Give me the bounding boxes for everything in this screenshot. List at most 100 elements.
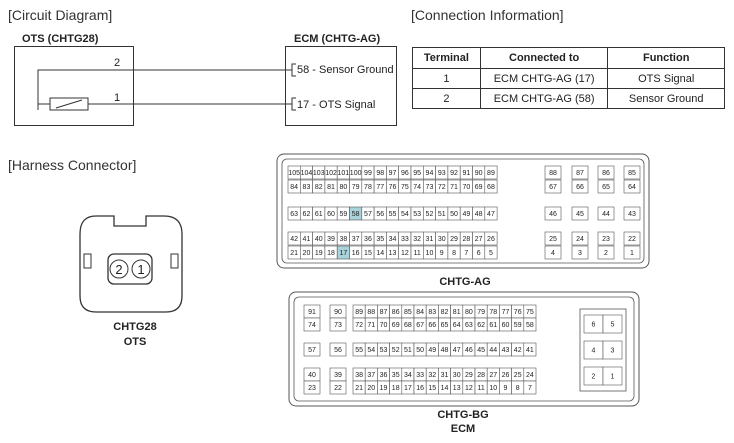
bg-pin-46: 46 (465, 347, 473, 354)
bg-pin-30: 30 (453, 372, 461, 379)
ag-pin-9: 9 (440, 250, 444, 257)
ag-pin-1-cell (623, 245, 641, 260)
ag-pin-62: 62 (303, 211, 311, 218)
ag-pin-45-cell (571, 206, 589, 221)
ag-pin-86: 86 (602, 170, 610, 177)
ag-pin-92: 92 (450, 170, 458, 177)
ag-pin-24: 24 (576, 236, 584, 243)
bg-pin-42: 42 (514, 347, 522, 354)
ecm-pin-58-bracket (291, 63, 296, 77)
ag-pin-35: 35 (376, 236, 384, 243)
ag-pin-68: 68 (487, 184, 495, 191)
bg-pin-54: 54 (367, 347, 375, 354)
bg-pin-3: 3 (611, 348, 615, 355)
bg-pin-56: 56 (334, 347, 342, 354)
bg-pin-14: 14 (441, 385, 449, 392)
ag-pin-30: 30 (438, 236, 446, 243)
ag-pin-65: 65 (602, 184, 610, 191)
bg-pin-3-cell (602, 340, 623, 360)
ag-pin-82: 82 (315, 184, 323, 191)
ag-pin-89-cell (484, 165, 498, 180)
bg-pin-72: 72 (355, 322, 363, 329)
ag-pin-23: 23 (602, 236, 610, 243)
ecm-box (285, 46, 397, 126)
bg-pin-41: 41 (526, 347, 534, 354)
ots-pin-1: 1 (137, 262, 144, 277)
ag-pin-69: 69 (475, 184, 483, 191)
ag-pin-2-cell (597, 245, 615, 260)
bg-pin-19: 19 (380, 385, 388, 392)
ag-pin-44-cell (597, 206, 615, 221)
ag-pin-90: 90 (475, 170, 483, 177)
bg-pin-66: 66 (428, 322, 436, 329)
ag-pin-44: 44 (602, 211, 610, 218)
bg-pin-62: 62 (477, 322, 485, 329)
bg-pin-15: 15 (428, 385, 436, 392)
ag-pin-64-cell (623, 179, 641, 194)
ag-pin-81: 81 (327, 184, 335, 191)
ag-pin-12: 12 (401, 250, 409, 257)
sensor-diagonal (55, 99, 83, 109)
bg-pin-74: 74 (308, 322, 316, 329)
bg-pin-49: 49 (428, 347, 436, 354)
ag-pin-22-cell (623, 231, 641, 246)
bg-pin-13: 13 (453, 385, 461, 392)
ag-pin-10: 10 (426, 250, 434, 257)
bg-pin-5-cell (602, 314, 623, 334)
ag-pin-88-cell (544, 165, 562, 180)
bg-pin-86: 86 (392, 309, 400, 316)
ots-connector-latch-right (170, 253, 179, 269)
ag-pin-94: 94 (426, 170, 434, 177)
ag-pin-51: 51 (438, 211, 446, 218)
bg-pin-71: 71 (367, 322, 375, 329)
bg-pin-10: 10 (489, 385, 497, 392)
ag-pin-36: 36 (364, 236, 372, 243)
bg-pin-37: 37 (367, 372, 375, 379)
ag-pin-41: 41 (303, 236, 311, 243)
bg-pin-2: 2 (592, 374, 596, 381)
ag-pin-87: 87 (576, 170, 584, 177)
bg-pin-55: 55 (355, 347, 363, 354)
bg-pin-22-cell (329, 380, 347, 395)
ag-pin-34: 34 (389, 236, 397, 243)
bg-pin-1: 1 (611, 374, 615, 381)
ag-pin-66: 66 (576, 184, 584, 191)
ag-pin-18: 18 (327, 250, 335, 257)
ag-pin-79: 79 (352, 184, 360, 191)
bg-pin-28: 28 (477, 372, 485, 379)
ots-label: OTS (CHTG28) (22, 33, 99, 45)
ots-box (14, 46, 134, 126)
bg-pin-7-cell (523, 380, 537, 395)
ag-pin-84: 84 (290, 184, 298, 191)
bg-pin-44: 44 (489, 347, 497, 354)
bg-pin-17: 17 (404, 385, 412, 392)
ots-pin-2-circle (109, 259, 129, 279)
ag-pin-60: 60 (327, 211, 335, 218)
ag-pin-2: 2 (604, 250, 608, 257)
ag-pin-28: 28 (462, 236, 470, 243)
ag-pin-46-cell (544, 206, 562, 221)
bg-pin-83: 83 (428, 309, 436, 316)
bg-pin-11: 11 (477, 385, 484, 392)
bg-pin-52: 52 (392, 347, 400, 354)
bg-pin-40: 40 (308, 372, 316, 379)
ag-pin-53: 53 (413, 211, 421, 218)
ag-pin-25: 25 (549, 236, 557, 243)
ag-pin-5-cell (484, 245, 498, 260)
bg-pin-41-cell (523, 342, 537, 357)
ag-pin-26: 26 (487, 236, 495, 243)
bg-pin-56-cell (329, 342, 347, 357)
bg-pin-31: 31 (441, 372, 449, 379)
ag-pin-16: 16 (352, 250, 360, 257)
cell-connected-to: ECM CHTG-AG (58) (479, 88, 609, 109)
ag-pin-85-cell (623, 165, 641, 180)
bg-pin-79: 79 (477, 309, 485, 316)
ecm-pin-17-bracket (291, 97, 296, 111)
bg-pin-35: 35 (392, 372, 400, 379)
ag-pin-15: 15 (364, 250, 372, 257)
ag-pin-22: 22 (628, 236, 636, 243)
bg-connector-caption-1: CHTG-BG (437, 409, 489, 421)
bg-pin-67: 67 (416, 322, 424, 329)
ag-pin-43: 43 (628, 211, 636, 218)
